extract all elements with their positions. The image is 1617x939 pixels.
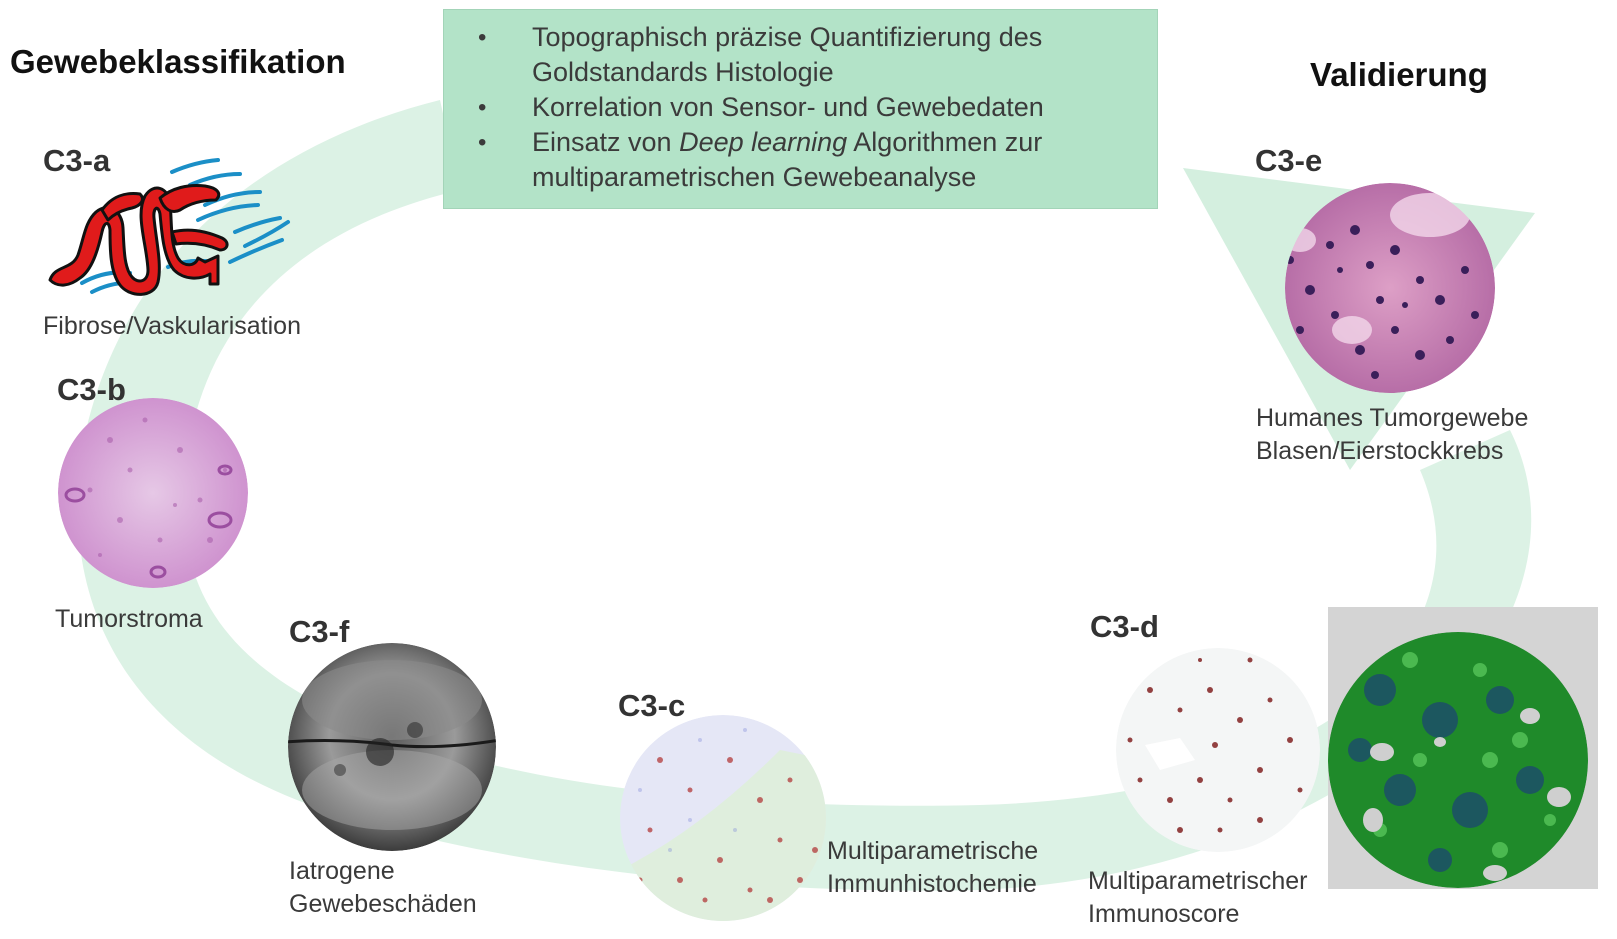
label-fibrosis-vascularization: Fibrose/Vaskularisation: [43, 310, 301, 343]
image-human-tumor-tissue: [1285, 183, 1495, 393]
blood-vessel-shape: [48, 184, 229, 296]
label-line: Multiparametrischer: [1088, 867, 1308, 895]
label-line: Fibrose/Vaskularisation: [43, 312, 301, 340]
image-multiparametric-ihc: [620, 715, 826, 921]
label-line: Tumorstroma: [55, 605, 203, 633]
label-line: Humanes Tumorgewebe: [1256, 404, 1529, 432]
bullet-dot: •: [478, 94, 487, 121]
label-immunoscore: Multiparametrischer Immunoscore: [1088, 865, 1308, 931]
bullet-item: • Korrelation von Sensor- und Gewebedate…: [462, 90, 1139, 125]
label-human-tumor-tissue: Humanes Tumorgewebe Blasen/Eierstockkreb…: [1256, 402, 1528, 468]
bullet-text-emphasis: Deep learning: [679, 127, 848, 157]
code-c3-b: C3-b: [57, 372, 126, 407]
bullet-list: • Topographisch präzise Quantifizierung …: [462, 20, 1139, 195]
vessel-illustration: [48, 158, 290, 296]
bullet-text: Korrelation von Sensor- und Gewebedaten: [532, 92, 1044, 122]
bullet-dot: •: [478, 24, 487, 51]
code-c3-e: C3-e: [1255, 143, 1323, 178]
label-line: Multiparametrische: [827, 837, 1039, 865]
image-tumorstroma: [58, 398, 248, 588]
label-line: Immunoscore: [1088, 900, 1240, 928]
bullet-text-continued: Algorithmen zur multiparametrischen Gewe…: [532, 127, 1043, 192]
label-tumor-stroma: Tumorstroma: [55, 603, 203, 636]
heading-validation: Validierung: [1310, 56, 1488, 93]
label-line: Blasen/Eierstockkrebs: [1256, 437, 1504, 465]
image-immunoscore-panel: [1328, 607, 1598, 889]
bullet-item: • Einsatz von Deep learning Algorithmen …: [462, 125, 1139, 195]
bullet-box: • Topographisch präzise Quantifizierung …: [443, 9, 1158, 209]
label-line: Immunhistochemie: [827, 870, 1037, 898]
bullet-text: Topographisch präzise Quantifizierung de…: [532, 22, 1043, 87]
code-c3-f: C3-f: [289, 614, 350, 649]
bullet-dot: •: [478, 129, 487, 156]
code-c3-a: C3-a: [43, 143, 111, 178]
bullet-text: Einsatz von: [532, 127, 680, 157]
image-iatrogenic-damage: [288, 643, 496, 851]
label-line: Iatrogene: [289, 857, 395, 885]
label-multiparametric-ihc: Multiparametrische Immunhistochemie: [827, 835, 1038, 901]
bullet-item: • Topographisch präzise Quantifizierung …: [462, 20, 1139, 90]
label-iatrogenic-damage: Iatrogene Gewebeschäden: [289, 855, 477, 921]
code-c3-d: C3-d: [1090, 609, 1159, 644]
image-immunoscore: [1116, 648, 1320, 852]
label-line: Gewebeschäden: [289, 890, 477, 918]
code-c3-c: C3-c: [618, 688, 686, 723]
heading-tissue-classification: Gewebeklassifikation: [10, 43, 346, 80]
